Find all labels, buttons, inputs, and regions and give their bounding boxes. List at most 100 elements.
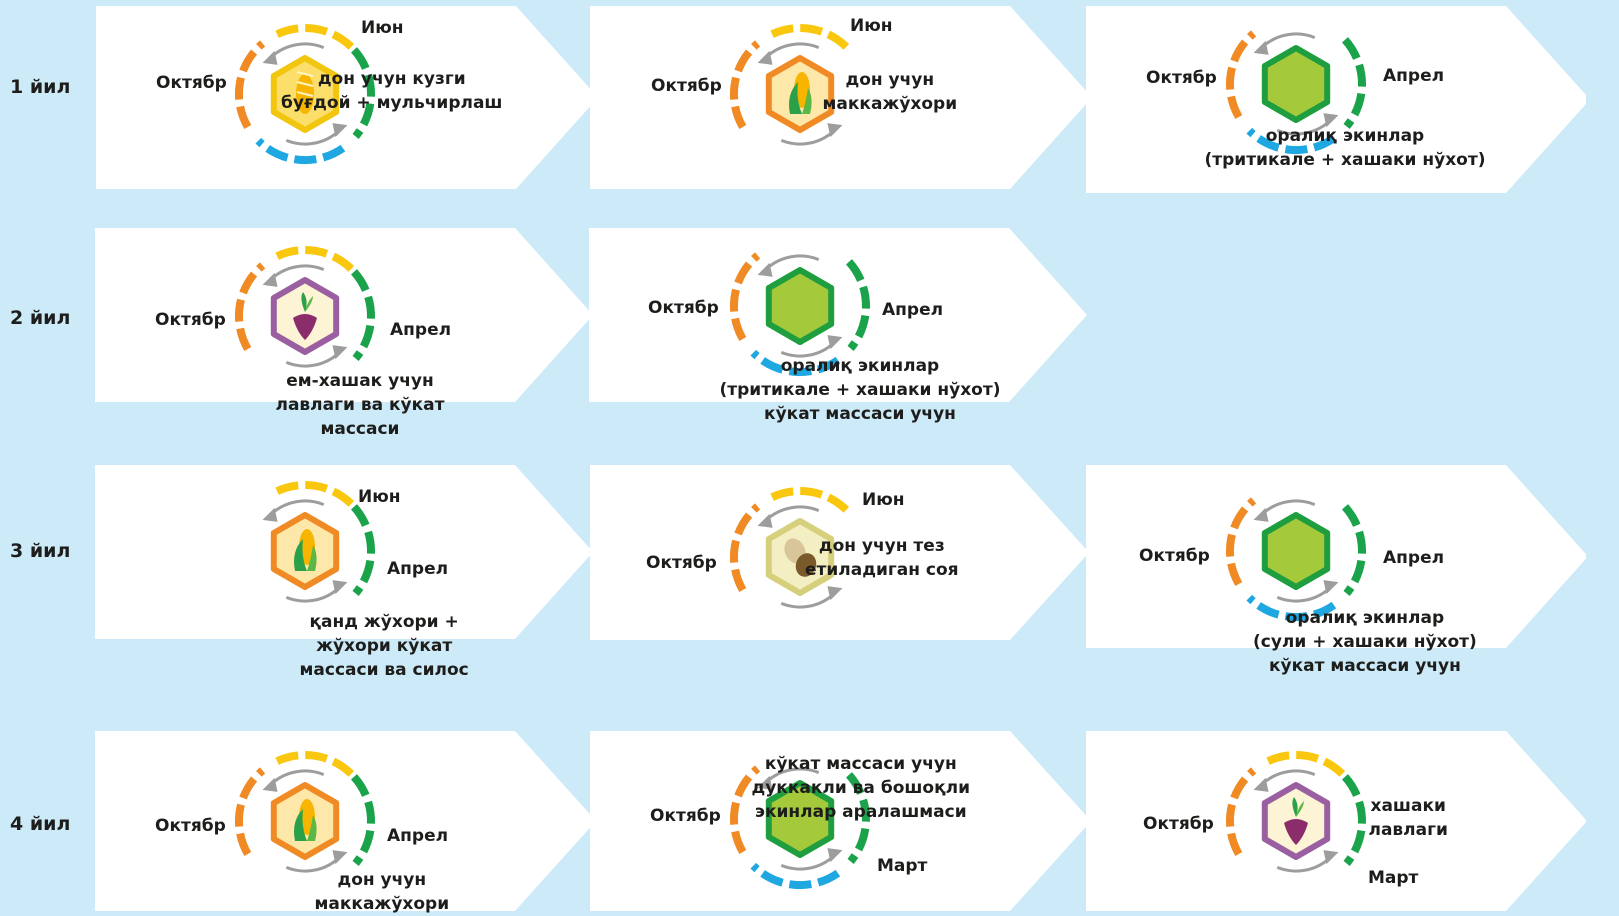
crop-description: оралиқ экинлар (сули + хашаки нўхот) кўкат… [1253,606,1477,678]
rotation-arrow-icon [780,593,835,609]
season-cycle [729,765,870,890]
rotation-arrow-icon [285,587,340,603]
rotation-arrow-icon [1276,587,1331,603]
rotation-arrow-icon [1261,769,1316,785]
month-label-top: Июн [862,490,905,510]
month-label-left: Октябр [1139,546,1210,566]
crop-description-line: жўхори кўкат [316,636,453,656]
autumn-season-arc [1225,767,1257,856]
cover-crop-icon [765,780,835,858]
crop-card [589,228,1089,402]
crop-description-line: лавлаги [1368,820,1448,840]
rotation-arrow-icon [1276,120,1331,136]
crop-description-line: (тритикале + хашаки нўхот) [1204,150,1486,170]
rotation-arrow-icon [270,42,325,58]
crop-description-line: кўкат массаси учун [1268,656,1461,676]
crop-description-line: экинлар аралашмаси [754,802,967,822]
rotation-arrow-icon [285,130,340,146]
month-label-right: Апрел [387,826,449,846]
month-label-right: Апрел [1383,66,1445,86]
crop-description-line: дон учун [337,870,427,890]
rotation-arrow-icon [270,264,325,280]
autumn-season-arc [729,765,761,854]
month-label-right: Апрел [387,559,449,579]
summer-season-arc [275,481,355,508]
summer-season-arc [1266,751,1346,778]
month-label-right: Апрел [390,320,452,340]
month-label-left: Октябр [646,553,717,573]
crop-description-line: оралиқ экинлар [1285,608,1445,628]
crop-description-line: кўкат массаси учун [764,754,957,774]
crop-card [1086,6,1586,193]
crop-description-line: (сули + хашаки нўхот) [1253,632,1477,652]
year-label-4: 4 йил [10,813,71,835]
season-cycle [262,481,375,603]
crop-description-line: кўкат массаси учун [764,404,956,424]
winter-season-arc [1246,127,1337,155]
month-label-left: Октябр [1143,814,1214,834]
season-cycle [729,24,850,146]
crop-card [1086,465,1586,648]
crop-description-line: дон учун тез [818,536,945,556]
season-cycle [729,487,850,609]
crop-description: дон учун тез етиладиган соя [805,534,959,582]
crop-description-line: массаси [320,419,400,439]
autumn-season-arc [1225,497,1257,586]
spring-season-arc [845,772,870,864]
rotation-arrow-icon [285,857,340,873]
season-cycle [1225,497,1366,622]
crop-description-line: дон учун [845,70,935,90]
rotation-arrow-icon [270,769,325,785]
autumn-season-arc [234,767,266,856]
rotation-arrow-icon [1261,32,1316,48]
summer-season-arc [770,487,850,514]
crop-card [590,465,1090,640]
crop-description-line: хашаки [1370,796,1446,816]
crop-description-line: оралиқ экинлар [1265,126,1425,146]
rotation-arrow-icon [765,254,820,270]
autumn-season-arc [234,262,266,351]
month-label-left: Октябр [650,806,721,826]
autumn-season-arc [729,252,761,341]
winter-season-arc [750,862,841,890]
crop-description-line: оралиқ экинлар [780,356,940,376]
season-cycle [234,246,375,368]
month-label-left: Октябр [648,298,719,318]
crop-description-line: лавлаги ва кўкат [275,395,445,415]
cover-crop-icon [1261,45,1331,123]
crop-description: дон учун маккажўхори [315,868,450,916]
cover-crop-icon [1261,512,1331,590]
month-label-left: Октябр [156,73,227,93]
crop-card [590,6,1090,189]
rotation-arrow-icon [765,505,820,521]
rotation-arrow-icon [780,130,835,146]
summer-season-arc [275,246,355,273]
crop-card [590,731,1090,911]
month-label-top: Июн [358,487,401,507]
rotation-arrow-icon [780,342,835,358]
winter-season-arc [750,349,841,377]
autumn-season-arc [729,40,761,129]
season-cycle [234,751,375,873]
spring-season-arc [350,47,375,139]
crop-description-line: етиладиган соя [805,560,959,580]
rotation-arrow-icon [780,855,835,871]
rotation-arrow-icon [270,499,325,515]
crop-description-line: ем-хашак учун [286,371,434,391]
month-label-right: Март [1368,868,1419,888]
crop-description: оралиқ экинлар(тритикале + хашаки нўхот)… [720,354,1001,426]
rotation-arrow-icon [765,42,820,58]
spring-season-arc [350,269,375,361]
rotation-arrow-icon [765,767,820,783]
spring-season-arc [350,504,375,596]
year-label-3: 3 йил [10,540,71,562]
summer-season-arc [275,751,355,778]
crop-description-line: дуккакли ва бошоқли [751,778,971,798]
crop-description-line: массаси ва силос [299,660,469,680]
crop-card [95,731,595,911]
crop-description-line: маккажўхори [314,894,450,914]
spring-season-arc [845,259,870,351]
